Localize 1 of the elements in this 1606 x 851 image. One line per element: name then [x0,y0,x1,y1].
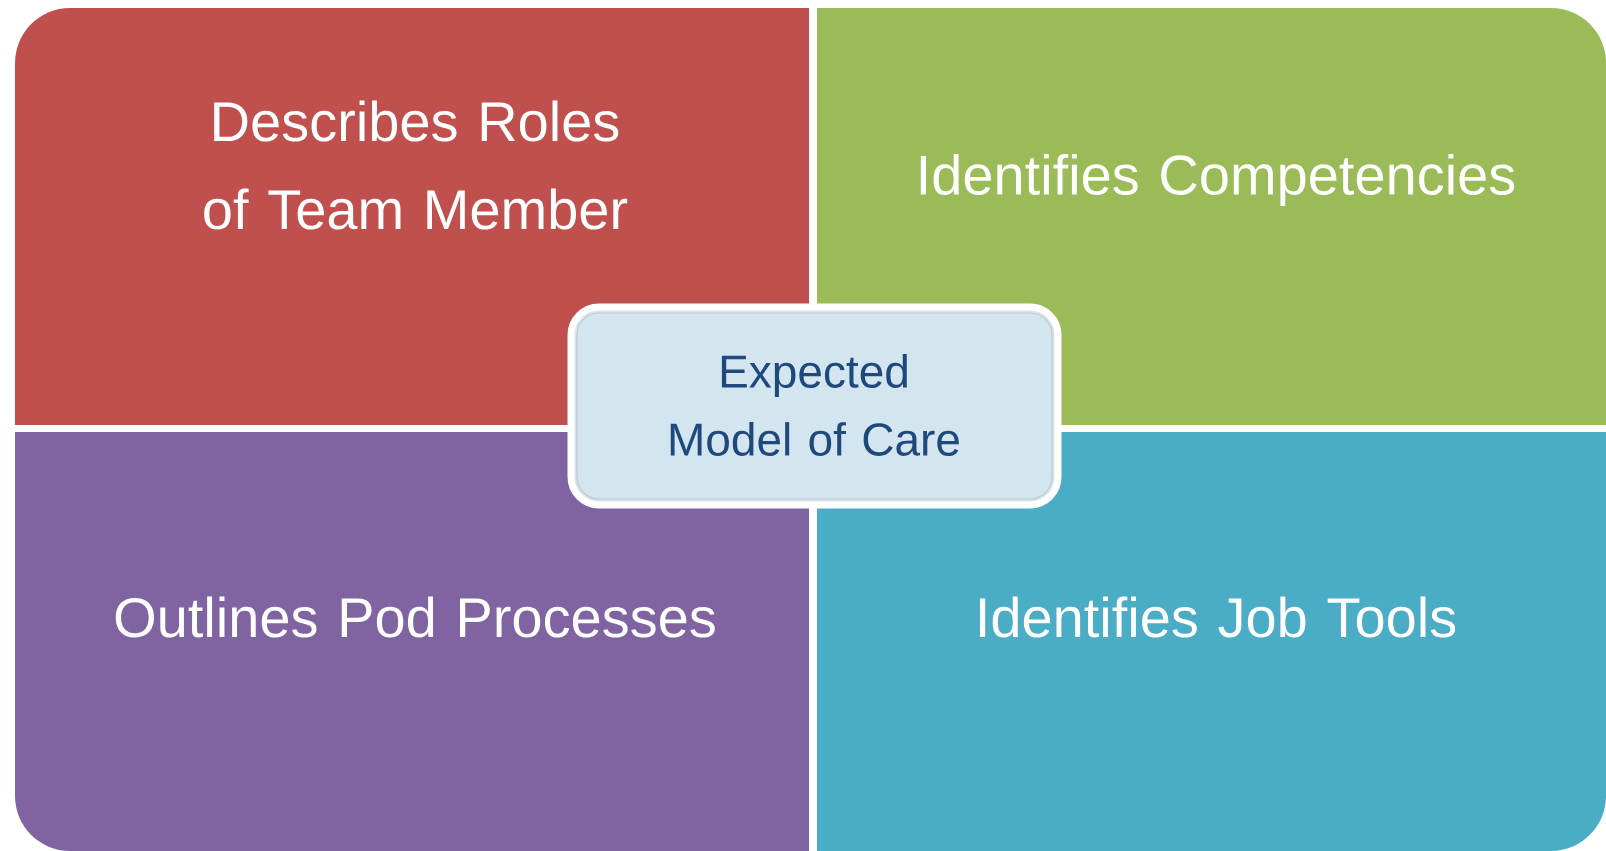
center-box: Expected Model of Care [567,303,1062,509]
